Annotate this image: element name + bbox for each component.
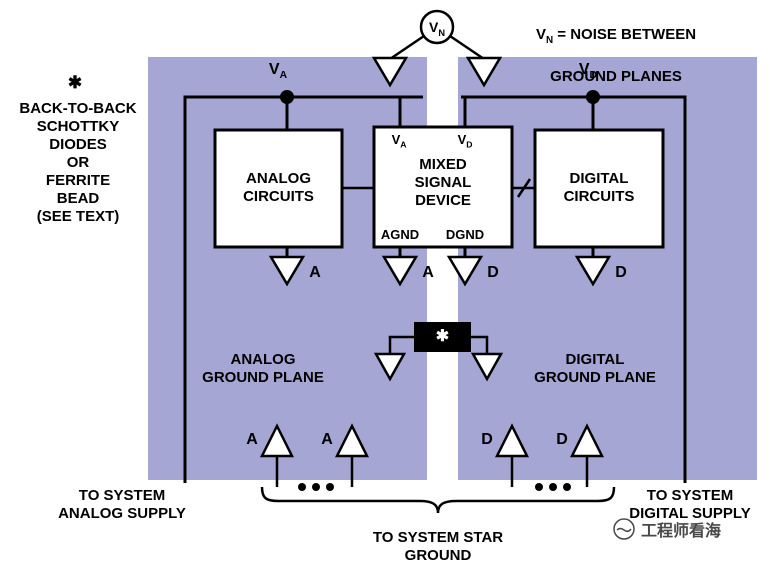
msd-vd-v: V — [457, 132, 467, 147]
noise-wire-left — [389, 34, 425, 61]
ellipsis-dots-left — [298, 483, 334, 491]
noise-note: VN = NOISE BETWEEN GROUND PLANES — [485, 8, 747, 104]
noise-source-circle — [419, 9, 455, 45]
vn-v: V — [428, 19, 439, 35]
msd-va-sub: A — [400, 139, 407, 150]
dot — [535, 483, 543, 491]
ground-symbol-digital — [574, 255, 612, 287]
vn-label: VN — [419, 18, 455, 42]
watermark: 工程师看海 — [612, 517, 721, 541]
digital-supply-label: TO SYSTEM DIGITAL SUPPLY — [629, 487, 751, 522]
vd-v: V — [578, 61, 590, 78]
digital-ground-plane-rect — [458, 57, 757, 480]
noise-wire-right — [449, 34, 485, 61]
schottky-note: BACK-TO-BACK SCHOTTKY DIODES OR FERRITE … — [19, 100, 137, 225]
digital-supply-rail — [461, 95, 687, 483]
noise-note-sub: N — [545, 35, 554, 46]
dot — [298, 483, 306, 491]
msd-va-v: V — [391, 132, 401, 147]
bridge-box — [414, 322, 471, 352]
star-letter-a2: A — [321, 431, 333, 448]
mixed-signal-box — [372, 125, 514, 249]
agnd-label: AGND — [380, 227, 420, 242]
analog-circuits-label: ANALOG CIRCUITS — [243, 170, 314, 205]
star-letter-d2: D — [556, 431, 568, 448]
gnd-letter-d1: D — [487, 264, 499, 281]
bridge-wire-left — [388, 335, 414, 355]
ground-symbol-dgnd — [446, 255, 484, 287]
watermark-text: 工程师看海 — [641, 523, 722, 540]
star-letter-d1: D — [481, 431, 493, 448]
gnd-letter-a2: A — [422, 264, 434, 281]
ground-symbol-analog — [268, 255, 306, 287]
vd-label: VD — [568, 61, 608, 84]
msd-vd-sub: D — [466, 139, 473, 150]
gnd-letter-d2: D — [615, 264, 627, 281]
digital-plane-label: DIGITAL GROUND PLANE — [534, 351, 656, 386]
star-letter-a1: A — [246, 431, 258, 448]
bridge-asterisk-icon: ✱ — [435, 328, 450, 345]
vd-sub: D — [589, 69, 598, 82]
va-label: VA — [258, 61, 298, 84]
va-v: V — [268, 61, 280, 78]
digital-circuits-label: DIGITAL CIRCUITS — [563, 170, 635, 205]
mixed-signal-label: MIXED SIGNAL DEVICE — [414, 156, 472, 209]
bridge-wire-right — [471, 335, 489, 355]
noise-note-line1: VN = NOISE BETWEEN — [485, 26, 747, 50]
va-sub: A — [279, 69, 288, 82]
star-ground-brace — [260, 486, 616, 514]
vn-sub: N — [438, 27, 445, 38]
digital-circuits-box — [533, 128, 665, 249]
dot — [312, 483, 320, 491]
analog-plane-label: ANALOG GROUND PLANE — [202, 351, 324, 386]
noise-note-rest: = NOISE BETWEEN — [553, 26, 697, 43]
gnd-letter-a1: A — [309, 264, 321, 281]
watermark-logo-icon — [613, 518, 635, 540]
ground-symbol-noise-right — [465, 56, 503, 88]
dot — [549, 483, 557, 491]
msd-vd-pin-label: VD — [447, 131, 483, 154]
schottky-asterisk-icon: ✱ — [67, 73, 83, 92]
analog-supply-label: TO SYSTEM ANALOG SUPPLY — [58, 487, 186, 522]
ground-symbol-bridge-left — [373, 352, 407, 382]
noise-note-v: V — [535, 26, 546, 43]
ground-symbol-bridge-right — [470, 352, 504, 382]
analog-circuits-box — [213, 128, 344, 249]
dot — [326, 483, 334, 491]
ground-symbol-agnd — [381, 255, 419, 287]
ground-symbol-noise-left — [371, 56, 409, 88]
dgnd-label: DGND — [445, 227, 485, 242]
dot — [563, 483, 571, 491]
bus-slash — [516, 178, 532, 198]
noise-note-line2: GROUND PLANES — [550, 68, 682, 85]
msd-va-pin-label: VA — [381, 131, 417, 154]
analog-supply-rail — [183, 95, 423, 483]
star-ground-label: TO SYSTEM STAR GROUND — [372, 529, 504, 564]
ellipsis-dots-right — [535, 483, 571, 491]
